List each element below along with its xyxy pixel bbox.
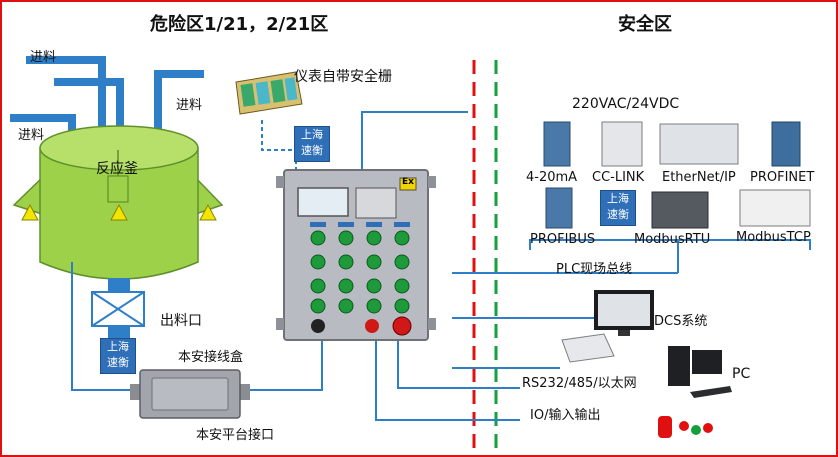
cabinet-indicator	[310, 254, 326, 270]
cabinet-indicator	[338, 278, 354, 294]
brand-badge-cabinet: 上海 速衡	[294, 126, 330, 162]
cabinet-nameplate	[338, 222, 354, 227]
wire-junction-cabinet	[240, 320, 323, 391]
cabinet-indicator	[366, 254, 382, 270]
cabinet-nameplate	[366, 222, 382, 227]
protocol-label-5: ModbusRTU	[634, 232, 711, 247]
cabinet-indicator	[338, 298, 354, 314]
outlet-valve	[91, 278, 145, 338]
junction-box-label: 本安接线盒	[178, 350, 244, 365]
control-cabinet	[276, 169, 436, 341]
feed-label-1: 进料	[30, 50, 57, 65]
pc-label: PC	[732, 366, 751, 382]
cabinet-indicator	[338, 230, 354, 246]
cabinet-indicator	[338, 254, 354, 270]
feed-pipe-left	[26, 56, 106, 134]
io-lamps	[658, 416, 713, 438]
bus-bracket	[529, 239, 811, 250]
protocol-label-4: PROFIBUS	[530, 232, 596, 247]
fieldbus-label: PLC现场总线	[556, 262, 633, 277]
protocol-label-0: 4-20mA	[526, 170, 578, 185]
brand-badge-line2: 速衡	[301, 144, 323, 157]
cabinet-indicator	[310, 230, 326, 246]
wiring	[71, 111, 811, 421]
reactor-label: 反应釜	[96, 161, 138, 177]
brand-badge-line1: 上海	[607, 192, 629, 205]
outlet-label: 出料口	[160, 313, 202, 329]
brand-badge-safe-zone: 上海 速衡	[600, 190, 636, 226]
pc-workstation	[668, 346, 732, 398]
hazard-zone-title: 危险区1/21，2/21区	[150, 14, 329, 35]
junction-box	[130, 369, 250, 419]
cabinet-indicator	[366, 298, 382, 314]
power-label: 220VAC/24VDC	[572, 96, 680, 112]
network-switch	[561, 333, 615, 363]
cabinet-indicator	[310, 298, 326, 314]
protocol-label-3: PROFINET	[750, 170, 815, 185]
cabinet-indicator	[394, 298, 410, 314]
feed-label-3: 进料	[18, 128, 45, 143]
cabinet-indicator	[394, 230, 410, 246]
ex-mark: Ex	[402, 177, 414, 187]
feed-pipe-right	[154, 70, 204, 134]
io-label: IO/输入输出	[530, 408, 601, 423]
cabinet-indicator	[366, 230, 382, 246]
cabinet-indicator	[394, 278, 410, 294]
barrier-label: 仪表自带安全栅	[294, 69, 392, 85]
protocol-label-1: CC-LINK	[592, 170, 645, 185]
protocol-devices	[543, 121, 811, 229]
protocol-label-2: EtherNet/IP	[662, 170, 736, 185]
cabinet-indicator	[394, 254, 410, 270]
platform-interface-label: 本安平台接口	[196, 428, 275, 443]
cabinet-button-grid	[310, 222, 410, 314]
dcs-monitor	[594, 290, 654, 336]
brand-badge-line2: 速衡	[607, 208, 629, 221]
brand-badge-line1: 上海	[301, 128, 323, 141]
safety-barrier-device	[235, 71, 303, 115]
cabinet-indicator	[310, 278, 326, 294]
protocol-label-6: ModbusTCP	[736, 230, 811, 245]
serial-label: RS232/485/以太网	[522, 376, 637, 391]
reactor-vessel	[12, 125, 224, 280]
feed-label-2: 进料	[176, 98, 203, 113]
cabinet-indicator	[366, 278, 382, 294]
wire-serial	[397, 320, 520, 389]
wire-barrier	[261, 120, 292, 151]
wire-io	[375, 320, 520, 421]
feed-pipe-middle	[54, 78, 124, 134]
safe-zone-title: 安全区	[618, 14, 672, 35]
brand-badge-line2: 速衡	[107, 356, 129, 369]
cabinet-nameplate	[310, 222, 326, 227]
brand-badge-line1: 上海	[107, 340, 129, 353]
cabinet-nameplate	[394, 222, 410, 227]
brand-badge-outlet: 上海 速衡	[100, 338, 136, 374]
wire-reactor-junction	[71, 262, 140, 391]
dcs-label: DCS系统	[654, 314, 708, 329]
